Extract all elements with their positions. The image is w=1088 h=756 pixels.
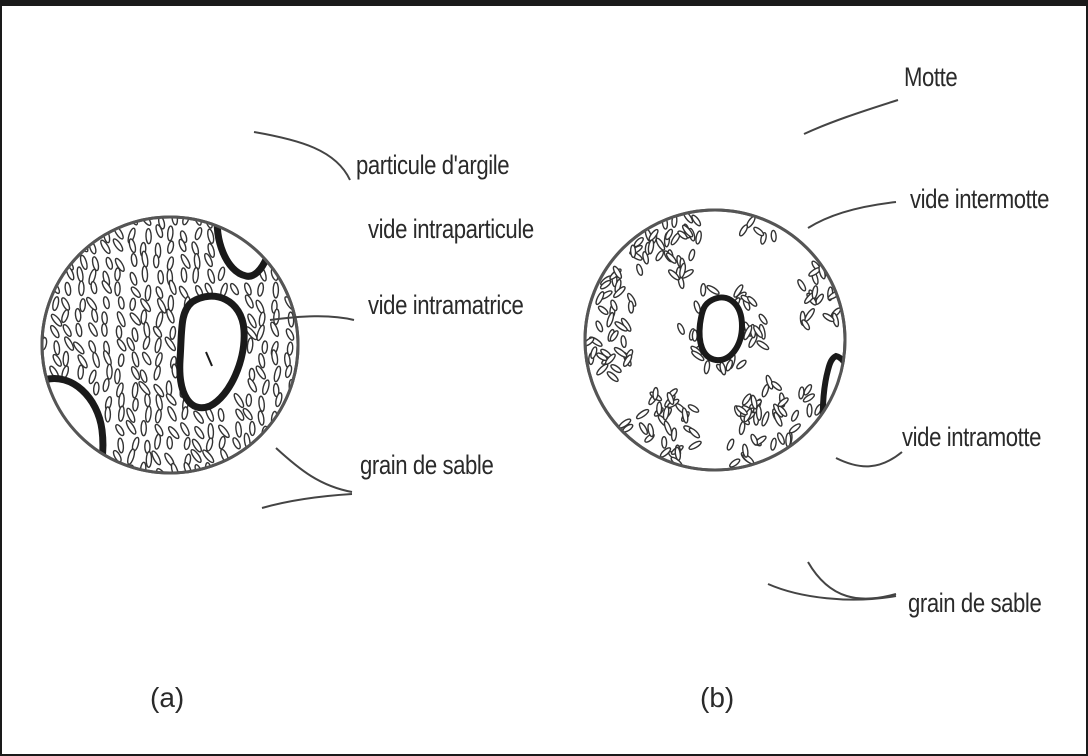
clay-particle (158, 270, 164, 284)
clay-particle (75, 308, 82, 321)
clay-particle (101, 324, 107, 337)
clay-particle (79, 281, 84, 295)
label-intraparticle-void: vide intraparticule (368, 214, 534, 245)
clay-particle (146, 229, 152, 244)
clay-particle (144, 394, 150, 407)
clay-particle (167, 437, 173, 449)
clay-particle (771, 230, 777, 242)
clay-particle (129, 298, 136, 311)
clay-particle (167, 226, 173, 241)
label-clay-particle: particule d'argile (356, 150, 509, 181)
label-clod: Motte (904, 62, 957, 93)
label-intraclod-void: vide intramotte (902, 422, 1041, 453)
clay-particle (116, 326, 122, 339)
clay-particle (262, 341, 268, 354)
clay-particle (192, 267, 199, 283)
clay-particle (132, 398, 138, 411)
clay-particle (105, 407, 110, 422)
label-interclod-void: vide intermotte (910, 184, 1049, 215)
clay-particle (115, 268, 121, 281)
circle-a (33, 181, 298, 602)
clay-particle (78, 365, 84, 379)
clay-particle (273, 309, 280, 325)
clay-particle (657, 402, 662, 415)
clay-particle (273, 282, 278, 298)
sand-grain-b3 (663, 493, 739, 592)
clay-particle (101, 312, 107, 325)
label-sand-grain-a: grain de sable (360, 450, 493, 481)
clay-particle (146, 452, 152, 468)
clay-particle (145, 285, 152, 301)
clay-particle (153, 255, 158, 268)
clay-particle (630, 245, 635, 257)
clay-particle (208, 424, 214, 440)
clod-outline (705, 116, 767, 171)
clay-particle (107, 364, 112, 379)
circle-b (583, 116, 853, 592)
clay-particle (653, 387, 659, 399)
clay-particle (114, 369, 120, 384)
label-intramatrix-void: vide intramatrice (368, 290, 523, 321)
clay-particle (93, 382, 99, 395)
clay-particle (63, 351, 69, 366)
sand-grain-b4 (748, 480, 798, 559)
caption-b: (b) (700, 682, 734, 714)
clay-particle (142, 266, 148, 282)
sand-grain-a4 (111, 529, 224, 601)
clay-particle (246, 394, 251, 406)
clay-particle (628, 301, 634, 313)
clay-particle (249, 422, 255, 436)
sand-grain-b1 (700, 298, 742, 361)
clay-particle (807, 404, 812, 417)
clay-particle (141, 421, 146, 436)
clay-particle (662, 437, 667, 449)
label-sand-grain-b: grain de sable (908, 588, 1041, 619)
clay-particle (80, 299, 86, 312)
clay-particle (701, 284, 706, 296)
caption-a: (a) (150, 682, 184, 714)
clay-particle (115, 282, 120, 296)
